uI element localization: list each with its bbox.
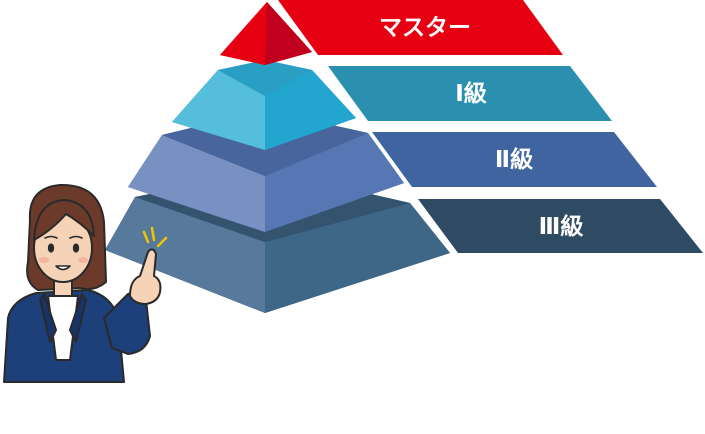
pyramid-tier-2 — [172, 60, 356, 150]
sparkle-icon — [142, 226, 168, 248]
level-label-master: マスター — [379, 15, 471, 41]
level-band-master: マスター — [278, 0, 563, 55]
level-band-grade-2: Ⅱ級 — [372, 132, 657, 187]
level-label-grade-3: Ⅲ級 — [539, 213, 584, 240]
woman-pointing-icon — [3, 183, 162, 383]
pyramid — [105, 2, 450, 313]
level-band-grade-1: Ⅰ級 — [328, 66, 612, 121]
level-label-grade-2: Ⅱ級 — [495, 146, 533, 173]
level-label-grade-1: Ⅰ級 — [455, 80, 487, 107]
pyramid-tier-1 — [220, 2, 312, 65]
level-band-grade-3: Ⅲ級 — [418, 199, 703, 253]
